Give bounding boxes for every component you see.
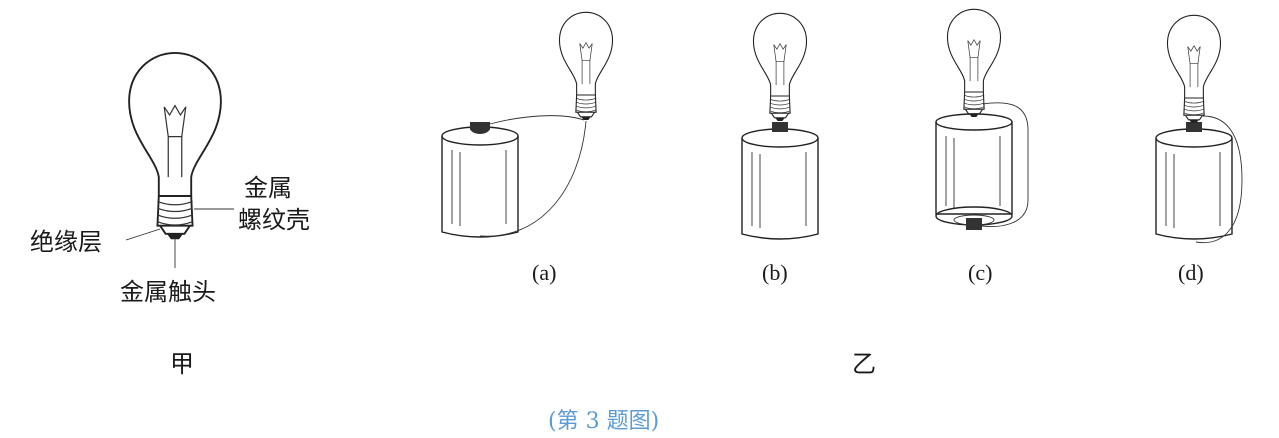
wire-a-top	[489, 115, 585, 125]
bulb-a-icon	[558, 11, 614, 121]
figure-yi-title: 乙	[852, 350, 876, 378]
panel-c: (c)	[935, 8, 1029, 285]
figure-jia: 金属 螺纹壳 绝缘层 金属触头 甲	[30, 51, 310, 378]
figure-jia-title: 甲	[170, 350, 194, 378]
wire-c	[981, 102, 1029, 227]
bulb-d-icon	[1166, 14, 1222, 124]
battery-c-icon	[935, 113, 1013, 230]
bulb-c-icon	[946, 8, 1002, 118]
panel-a-label: (a)	[532, 260, 556, 285]
bulb-jia-icon	[128, 51, 222, 241]
battery-b-icon	[741, 122, 819, 240]
figure-yi: (a) (b)	[441, 8, 1243, 378]
wire-a-bottom	[479, 120, 587, 237]
panel-b: (b)	[741, 12, 819, 285]
label-screw-shell-line2: 螺纹壳	[238, 206, 310, 234]
panel-d: (d)	[1155, 14, 1243, 285]
panel-d-label: (d)	[1178, 260, 1204, 285]
panel-b-label: (b)	[762, 260, 788, 285]
label-insulation: 绝缘层	[30, 228, 102, 256]
leader-insulation	[125, 228, 161, 241]
wire-d	[1195, 115, 1243, 244]
figure-caption: (第 3 题图)	[548, 409, 659, 434]
battery-d-icon	[1155, 122, 1233, 240]
bulb-b-icon	[752, 12, 808, 122]
panel-a: (a)	[441, 11, 614, 285]
battery-a-icon	[441, 122, 519, 238]
label-screw-shell-line1: 金属	[244, 174, 292, 202]
panel-c-label: (c)	[968, 260, 992, 285]
label-contact: 金属触头	[120, 278, 216, 306]
